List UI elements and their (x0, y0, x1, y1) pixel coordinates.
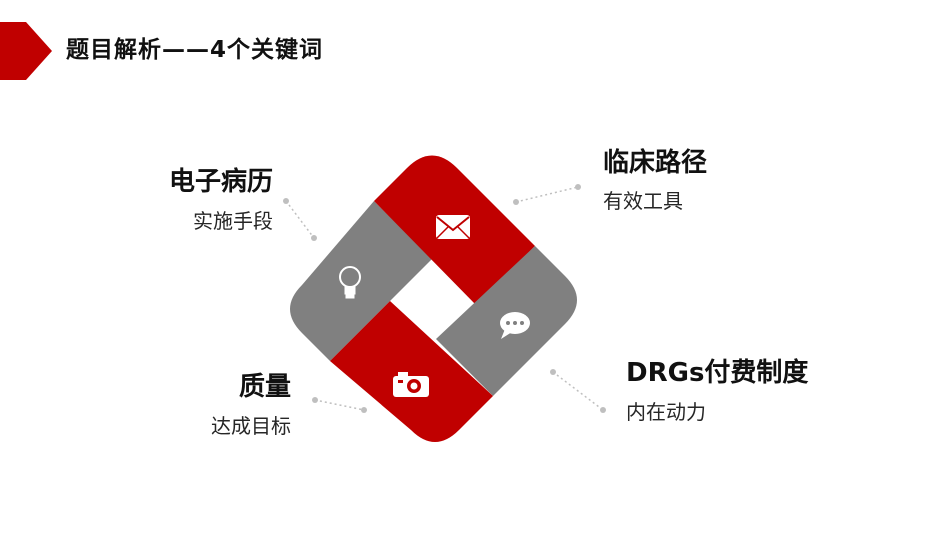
connector-drgs (550, 369, 606, 413)
keyword-emr-title: 电子病历 (168, 167, 273, 197)
keyword-quality-subtitle: 达成目标 (211, 414, 291, 438)
block-emr (290, 201, 432, 361)
envelope-icon (436, 215, 470, 239)
connector-quality (312, 397, 367, 413)
title-accent-tab (0, 22, 52, 80)
connector-clinical-pathway (513, 184, 581, 205)
lightbulb-icon (339, 266, 361, 299)
keyword-emr-subtitle: 实施手段 (193, 209, 273, 233)
connector-emr (283, 198, 317, 241)
keyword-drgs-title: DRGs付费制度 (626, 358, 809, 388)
keyword-drgs-subtitle: 内在动力 (626, 400, 706, 424)
chat-bubble-icon (500, 312, 530, 339)
keyword-clinical-pathway-subtitle: 有效工具 (603, 189, 683, 213)
camera-icon (393, 372, 429, 397)
keyword-quality-title: 质量 (238, 372, 291, 402)
keyword-clinical-pathway-title: 临床路径 (603, 148, 708, 178)
page-title: 题目解析——4个关键词 (66, 37, 324, 63)
block-quality (330, 301, 493, 442)
